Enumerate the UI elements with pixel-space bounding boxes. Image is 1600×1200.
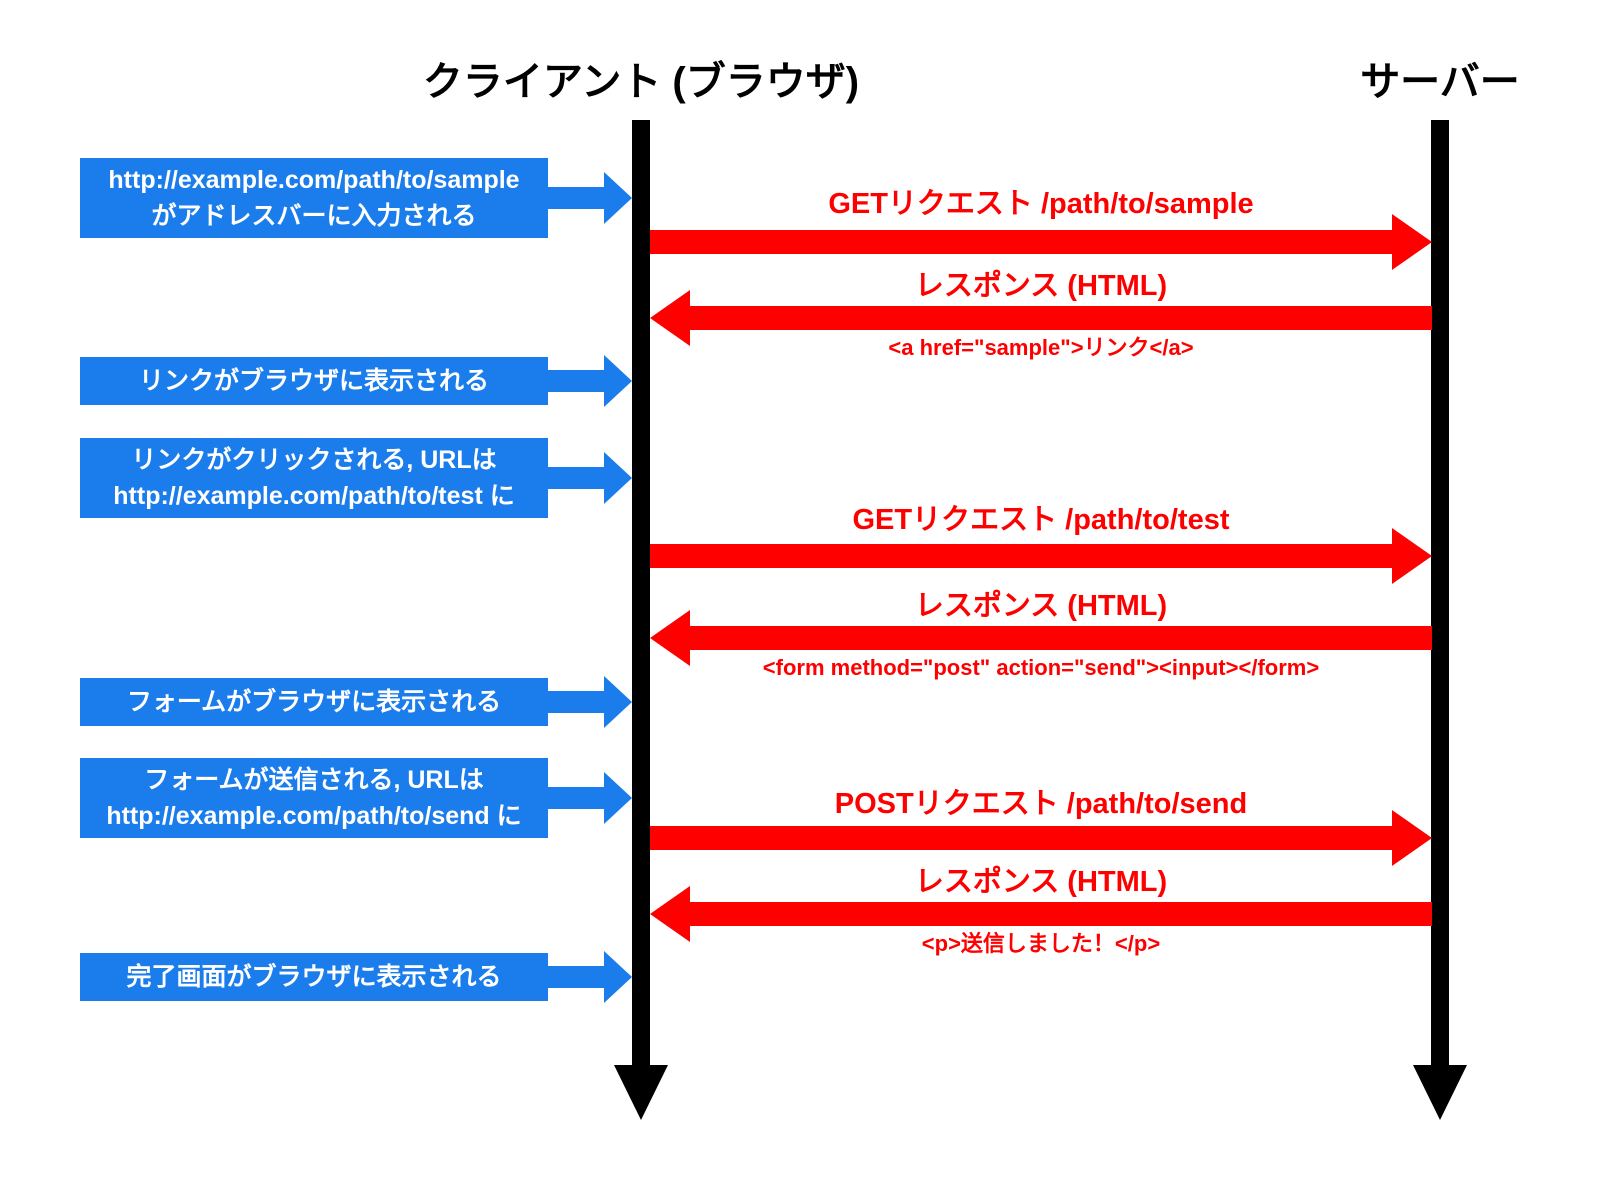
message-label: レスポンス (HTML) [914, 866, 1168, 898]
client-actor-title: クライアント (ブラウザ) [422, 60, 860, 104]
client-lifeline-arrowhead-icon [614, 1065, 668, 1120]
message-label: レスポンス (HTML) [914, 590, 1168, 622]
right-arrowhead-icon [1392, 214, 1432, 270]
server-lifeline-shaft [1431, 120, 1449, 1065]
message-label: GETリクエスト /path/to/sample [828, 188, 1254, 220]
left-arrowhead-icon [650, 290, 690, 346]
right-arrowhead-icon [1392, 810, 1432, 866]
right-arrowhead-icon [604, 172, 632, 224]
message-sublabel: <p>送信しました！</p> [921, 931, 1161, 956]
message-arrow [690, 902, 1432, 926]
event-text-line: フォームがブラウザに表示される [126, 688, 502, 716]
server-lifeline-arrowhead-icon [1413, 1065, 1467, 1120]
left-arrowhead-icon [650, 886, 690, 942]
message-arrow [650, 826, 1392, 850]
message-label: POSTリクエスト /path/to/send [834, 788, 1248, 820]
left-arrowhead-icon [650, 610, 690, 666]
client-lifeline-shaft [632, 120, 650, 1065]
right-arrowhead-icon [604, 951, 632, 1003]
event-arrow [548, 966, 604, 988]
event-arrow [548, 370, 604, 392]
message-arrow [650, 544, 1392, 568]
message-arrow [650, 230, 1392, 254]
right-arrowhead-icon [604, 452, 632, 504]
server-actor-title: サーバー [1360, 60, 1520, 104]
event-box: リンクがブラウザに表示される [80, 357, 548, 405]
event-arrow [548, 787, 604, 809]
event-text-line: リンクがブラウザに表示される [138, 367, 489, 395]
event-text-line: http://example.com/path/to/test に [113, 482, 515, 510]
event-arrow [548, 691, 604, 713]
event-box: リンクがクリックされる, URLは http://example.com/pat… [80, 438, 548, 518]
event-text-line: http://example.com/path/to/sample [108, 166, 520, 194]
event-text-line: リンクがクリックされる, URLは [131, 446, 497, 474]
right-arrowhead-icon [1392, 528, 1432, 584]
right-arrowhead-icon [604, 676, 632, 728]
event-arrow [548, 187, 604, 209]
event-box: http://example.com/path/to/sample がアドレスバ… [80, 158, 548, 238]
right-arrowhead-icon [604, 772, 632, 824]
right-arrowhead-icon [604, 355, 632, 407]
event-text-line: http://example.com/path/to/send に [106, 802, 522, 830]
message-arrow [690, 626, 1432, 650]
event-text-line: がアドレスバーに入力される [151, 202, 477, 230]
message-sublabel: <a href="sample">リンク</a> [888, 335, 1194, 360]
event-text-line: 完了画面がブラウザに表示される [126, 963, 502, 991]
event-arrow [548, 467, 604, 489]
event-box: 完了画面がブラウザに表示される [80, 953, 548, 1001]
event-box: フォームが送信される, URLは http://example.com/path… [80, 758, 548, 838]
message-arrow [690, 306, 1432, 330]
event-text-line: フォームが送信される, URLは [144, 766, 484, 794]
message-label: GETリクエスト /path/to/test [852, 504, 1230, 536]
message-label: レスポンス (HTML) [914, 270, 1168, 302]
event-box: フォームがブラウザに表示される [80, 678, 548, 726]
message-sublabel: <form method="post" action="send"><input… [762, 655, 1320, 680]
